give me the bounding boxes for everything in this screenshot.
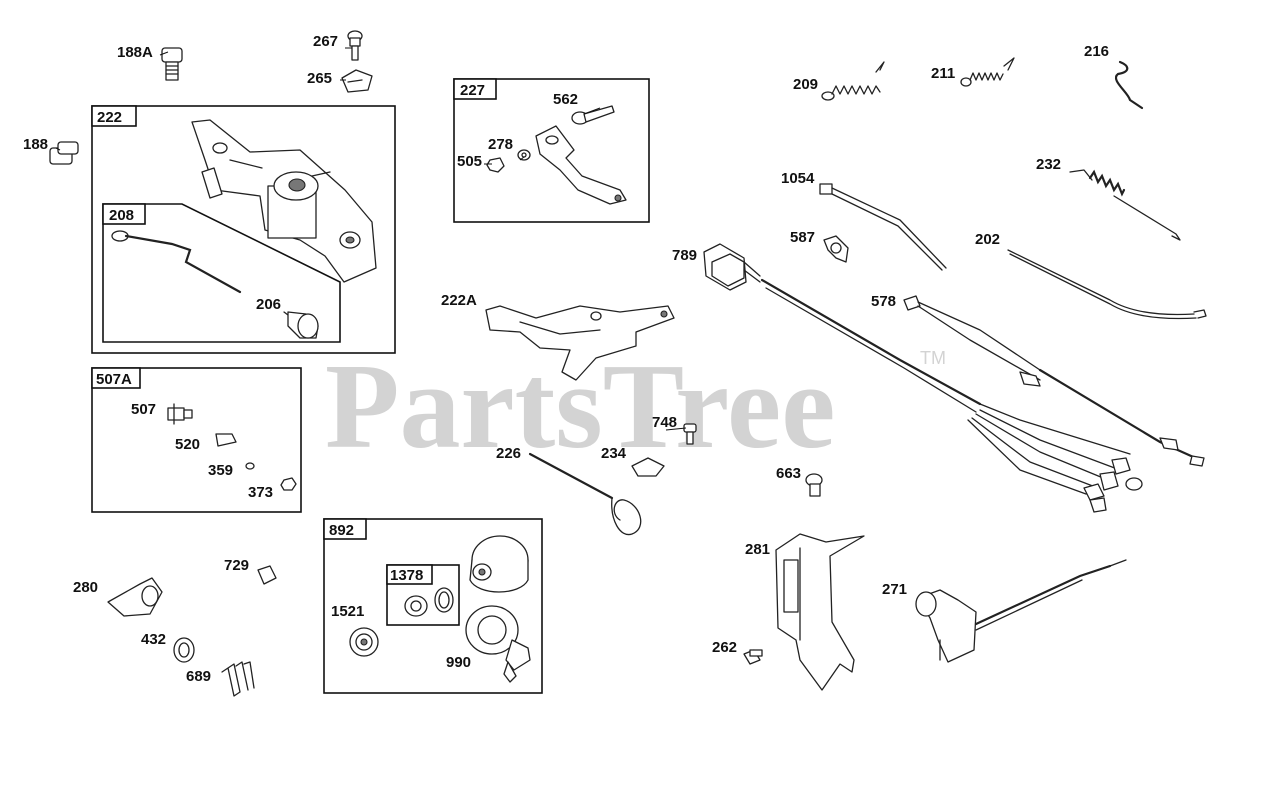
part-505-nut[interactable]	[486, 157, 505, 173]
part-280-bracket[interactable]	[107, 577, 163, 617]
part-507-switch[interactable]	[167, 403, 193, 425]
label-578: 578	[871, 293, 896, 310]
group-tab-892	[323, 518, 367, 540]
part-188-bolt[interactable]	[49, 141, 79, 165]
part-1054-cable-tie[interactable]	[819, 183, 947, 271]
part-211-spring[interactable]	[960, 57, 1015, 87]
label-562: 562	[553, 91, 578, 108]
part-520-terminal[interactable]	[215, 433, 237, 447]
part-208-governor-link[interactable]	[111, 230, 242, 294]
part-209-spring[interactable]	[821, 61, 885, 101]
watermark-trademark: TM	[920, 348, 946, 368]
part-789-wire-harness[interactable]	[703, 243, 1143, 513]
label-265: 265	[307, 70, 332, 87]
part-1378-nut-washer[interactable]	[404, 587, 454, 617]
group-label-507A: 507A	[96, 371, 132, 388]
label-216: 216	[1084, 43, 1109, 60]
part-748-screw[interactable]	[683, 423, 697, 445]
label-188A: 188A	[117, 44, 153, 61]
label-663: 663	[776, 465, 801, 482]
label-202: 202	[975, 231, 1000, 248]
label-267: 267	[313, 33, 338, 50]
label-211: 211	[931, 65, 955, 82]
label-507: 507	[131, 401, 156, 418]
part-990-key-switch[interactable]	[465, 605, 531, 683]
label-1054: 1054	[781, 170, 815, 187]
label-226: 226	[496, 445, 521, 462]
part-359-washer[interactable]	[245, 462, 255, 470]
part-216-rod[interactable]	[1115, 60, 1144, 110]
part-729-clip[interactable]	[257, 565, 277, 585]
part-188A-bolt[interactable]	[161, 47, 183, 81]
part-689-spring[interactable]	[221, 661, 255, 697]
group-box-222	[91, 105, 396, 354]
label-373: 373	[248, 484, 273, 501]
group-label-892: 892	[329, 522, 354, 539]
label-359: 359	[208, 462, 233, 479]
group-box-507A	[91, 367, 302, 513]
label-188: 188	[23, 136, 48, 153]
label-990: 990	[446, 654, 471, 671]
group-tab-227	[453, 78, 497, 100]
group-tab-208	[102, 203, 146, 225]
group-box-208	[102, 203, 341, 343]
group-label-208: 208	[109, 207, 134, 224]
label-232: 232	[1036, 156, 1061, 173]
part-281-bracket[interactable]	[775, 533, 865, 691]
part-234-clip[interactable]	[631, 457, 665, 477]
group-label-1378: 1378	[390, 567, 423, 584]
label-1521: 1521	[331, 603, 364, 620]
part-1521-bezel[interactable]	[349, 627, 379, 657]
label-262: 262	[712, 639, 737, 656]
part-267-screw[interactable]	[347, 30, 363, 61]
part-373-nut[interactable]	[280, 477, 297, 491]
label-234: 234	[601, 445, 627, 462]
part-271-throttle-control[interactable]	[915, 559, 1127, 663]
part-227-bracket[interactable]	[535, 125, 627, 205]
group-tab-507A	[91, 367, 141, 389]
group-box-892	[323, 518, 543, 694]
part-562-bolt[interactable]	[571, 105, 615, 125]
part-262-screw[interactable]	[743, 649, 763, 665]
label-789: 789	[672, 247, 697, 264]
label-587: 587	[790, 229, 815, 246]
group-label-227: 227	[460, 82, 485, 99]
label-689: 689	[186, 668, 211, 685]
part-587-clamp[interactable]	[823, 235, 849, 263]
part-ignition-switch[interactable]	[469, 535, 529, 593]
part-432-bushing[interactable]	[173, 637, 195, 663]
label-206: 206	[256, 296, 281, 313]
label-281: 281	[745, 541, 770, 558]
label-209: 209	[793, 76, 818, 93]
group-box-227	[453, 78, 650, 223]
group-label-222: 222	[97, 109, 122, 126]
label-222A: 222A	[441, 292, 477, 309]
label-505: 505	[457, 153, 482, 170]
part-206-knob[interactable]	[283, 311, 319, 339]
part-222-control-bracket[interactable]	[191, 119, 377, 283]
label-271: 271	[882, 581, 907, 598]
part-222A-bracket[interactable]	[485, 305, 675, 381]
part-663-bolt[interactable]	[805, 473, 823, 497]
label-520: 520	[175, 436, 200, 453]
part-278-washer[interactable]	[517, 149, 531, 161]
label-278: 278	[488, 136, 513, 153]
group-tab-1378	[386, 564, 433, 585]
part-226-rod[interactable]	[528, 452, 642, 536]
label-729: 729	[224, 557, 249, 574]
label-432: 432	[141, 631, 166, 648]
label-280: 280	[73, 579, 98, 596]
group-tab-222	[91, 105, 137, 127]
part-265-clip[interactable]	[341, 69, 373, 93]
part-202-rod[interactable]	[1007, 249, 1207, 320]
label-748: 748	[652, 414, 677, 431]
part-578-throttle-cable[interactable]	[903, 295, 1205, 467]
part-232-spring-rod[interactable]	[1069, 169, 1181, 241]
